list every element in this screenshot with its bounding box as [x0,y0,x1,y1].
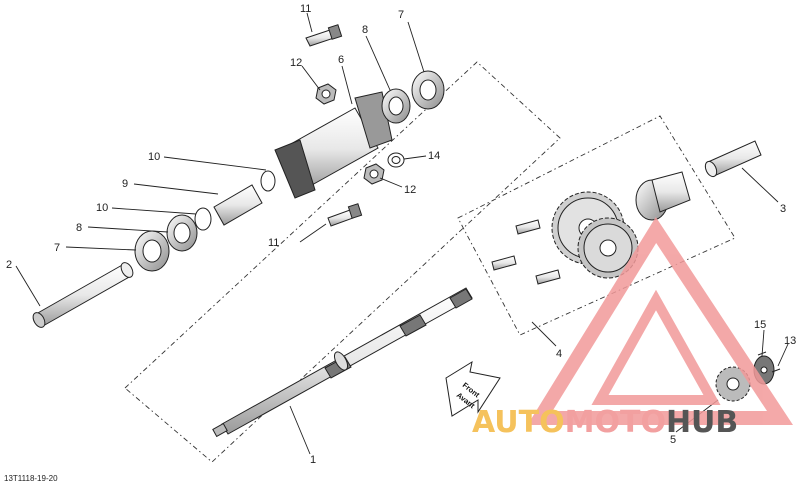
shaft-housing [274,91,393,199]
right-sleeve [704,140,762,178]
top-bolt [305,24,343,47]
figure-code: 13T1118-19-20 [4,474,58,483]
callout-12-lower: 12 [404,184,416,196]
callout-15: 15 [754,319,766,331]
callout-numbers: 1 2 3 4 5 6 7 7 8 8 9 10 10 11 11 12 12 … [6,3,796,466]
callout-5: 5 [670,434,676,446]
callout-2: 2 [6,259,12,271]
callout-8-right: 8 [362,24,368,36]
watermark-logo [527,216,794,425]
callout-12-upper: 12 [290,57,302,69]
middle-nut [363,163,385,185]
upper-assembly-outline [124,61,561,463]
washer [387,152,405,168]
callout-14: 14 [428,150,440,162]
callout-4: 4 [556,348,562,360]
callout-11-lower: 11 [268,237,279,249]
watermark-part-1: AUTO [472,405,565,440]
front-direction-arrow: Front Avant [445,360,501,417]
top-nut [315,83,337,105]
left-bearing-stack [134,170,276,272]
gear-hub [635,171,691,221]
main-shaft [212,287,473,438]
callout-1: 1 [310,454,316,466]
watermark-text: AUTOMOTOHUB [472,405,738,440]
second-gear [577,217,639,279]
callout-6: 6 [338,54,344,66]
watermark-part-2: MOTO [565,405,666,440]
callout-3: 3 [780,203,786,215]
right-bearing-stack [381,70,445,124]
callout-9: 9 [122,178,128,190]
callout-7-right: 7 [398,9,404,21]
callout-13: 13 [784,335,796,347]
middle-bolt [327,203,363,227]
gear-assembly-outline [457,115,736,336]
callout-8-left: 8 [76,222,82,234]
left-sleeve [32,262,134,328]
callout-7-left: 7 [54,242,60,254]
callout-11-upper: 11 [300,3,311,15]
callout-10-lower: 10 [96,202,108,214]
watermark-part-3: HUB [666,405,738,440]
gear-bolts [491,219,561,285]
leader-lines [15,12,789,455]
callout-10-upper: 10 [148,151,160,163]
